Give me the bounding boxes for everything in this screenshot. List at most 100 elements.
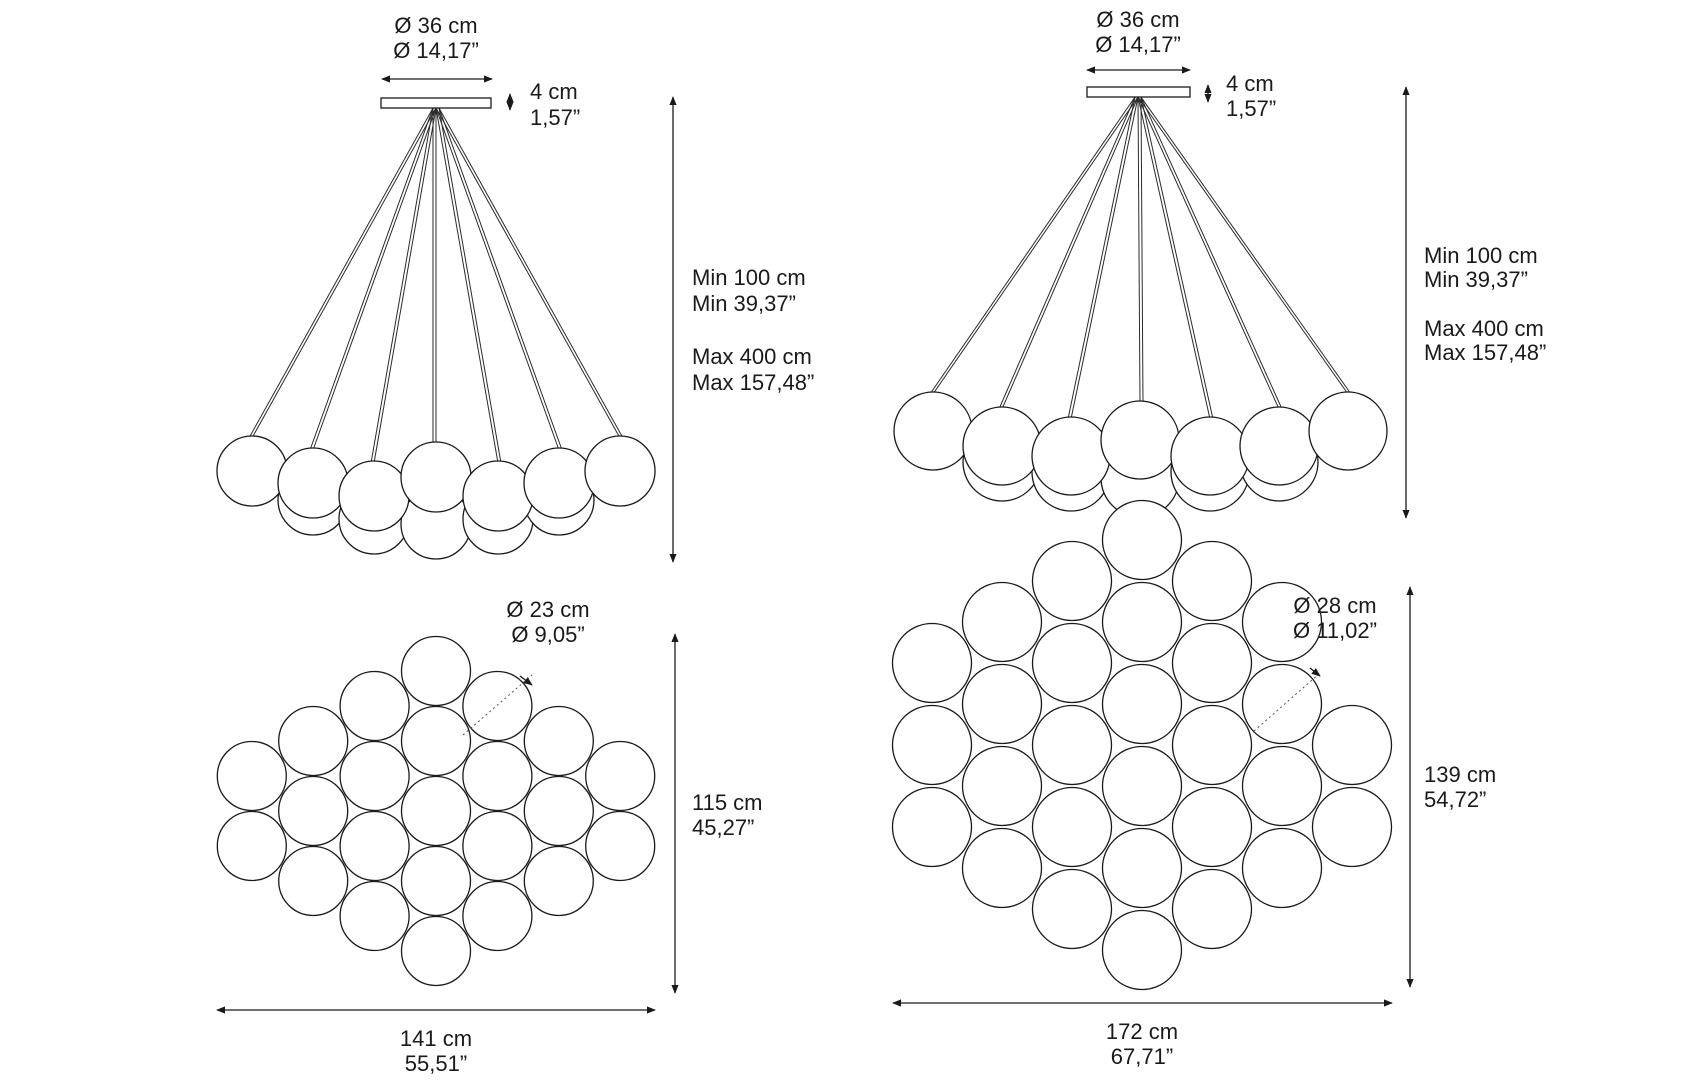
globe [1101, 827, 1183, 909]
large-plan-width-cm: 172 cm [1106, 1019, 1178, 1044]
small-drop-max-cm: Max 400 cm [692, 344, 812, 369]
globe [1100, 400, 1180, 480]
large-canopy-height-in: 1,57” [1226, 96, 1276, 121]
small-plan-depth-in: 45,27” [692, 815, 754, 840]
globe [893, 391, 973, 471]
globe [462, 740, 533, 812]
globe [891, 786, 973, 868]
globe [1170, 416, 1250, 496]
suspension-cord [1067, 96, 1136, 420]
large-drop-max-cm: Max 400 cm [1424, 316, 1544, 341]
small-canopy-diameter-cm: Ø 36 cm [394, 13, 477, 38]
globe [891, 622, 973, 704]
globe [523, 845, 594, 917]
globe [1031, 540, 1113, 622]
small-plan-depth-cm: 115 cm [692, 790, 763, 815]
globe [1308, 391, 1388, 471]
globe [400, 915, 472, 987]
globe [585, 740, 656, 812]
suspension-cord [309, 107, 434, 451]
globe [891, 704, 973, 786]
globe [1031, 868, 1113, 950]
suspension-cord [251, 107, 437, 439]
globe [1101, 581, 1183, 663]
large-canopy [1086, 86, 1191, 98]
suspension-cord [435, 107, 560, 451]
large-globe-diameter-in: Ø 11,02” [1293, 618, 1377, 643]
globe [216, 810, 287, 882]
small-elevation-globes [216, 435, 656, 560]
suspension-cord [1140, 96, 1144, 404]
globe [1101, 663, 1183, 745]
suspension-cord [438, 107, 563, 451]
suspension-cord [1140, 96, 1352, 395]
small-canopy-height-cm: 4 cm [530, 79, 578, 104]
globe [338, 460, 410, 532]
globe [1311, 786, 1393, 868]
globe [523, 447, 595, 519]
suspension-cord [1001, 96, 1139, 410]
suspension-cord [438, 107, 502, 464]
globe [585, 810, 656, 882]
globe [1031, 416, 1111, 496]
suspension-cord [438, 107, 624, 439]
globe [462, 670, 533, 742]
globe [1031, 622, 1113, 704]
globe [462, 460, 534, 532]
globe [400, 775, 472, 847]
large-canopy-diameter-in: Ø 14,17” [1095, 32, 1181, 57]
small-drop-min-in: Min 39,37” [692, 291, 796, 316]
globe [278, 845, 349, 917]
globe [278, 775, 349, 847]
large-elevation-globes [893, 391, 1388, 518]
globe [961, 745, 1043, 827]
large-plan: Ø 28 cm Ø 11,02” 139 cm 54,72” 172 cm 67… [891, 499, 1496, 1069]
suspension-cord [1070, 96, 1139, 420]
suspension-cord [1137, 96, 1141, 404]
globe [1031, 786, 1113, 868]
globe [961, 827, 1043, 909]
globe [339, 810, 410, 882]
small-globe-diameter-arrow [519, 675, 533, 686]
small-canopy-height-in: 1,57” [530, 105, 580, 130]
small-plan-width-in: 55,51” [405, 1051, 467, 1076]
small-globe-diameter-in: Ø 9,05” [511, 622, 584, 647]
globe [1101, 745, 1183, 827]
globe [1241, 745, 1323, 827]
globe [1171, 868, 1253, 950]
globe [1239, 406, 1319, 486]
large-canopy-height-cm: 4 cm [1226, 71, 1274, 96]
small-plan-globes [216, 635, 656, 987]
globe [1241, 663, 1323, 745]
suspension-cord [932, 96, 1139, 395]
large-drop-max-in: Max 157,48” [1424, 340, 1546, 365]
globe [1101, 909, 1183, 991]
small-globe-diameter-cm: Ø 23 cm [506, 597, 589, 622]
large-globe-diameter-cm: Ø 28 cm [1293, 593, 1376, 618]
suspension-cord [435, 107, 499, 464]
globe [1171, 622, 1253, 704]
large-elevation: Ø 36 cm Ø 14,17” 4 cm 1,57” Min 100 cm M… [893, 7, 1546, 519]
globe [1101, 499, 1183, 581]
large-plan-depth-cm: 139 cm [1424, 762, 1496, 787]
globe [1311, 704, 1393, 786]
large-canopy-diameter-cm: Ø 36 cm [1096, 7, 1179, 32]
globe [400, 635, 472, 707]
globe [400, 705, 472, 777]
globe [584, 435, 656, 507]
small-elevation: Ø 36 cm Ø 14,17” 4 cm 1,57” Min 100 cm M… [216, 13, 814, 563]
suspension-cord [1137, 96, 1211, 420]
globe [216, 740, 287, 812]
globe [216, 435, 288, 507]
globe [1031, 704, 1113, 786]
globe [1171, 704, 1253, 786]
globe [339, 670, 410, 742]
globe [462, 880, 533, 952]
globe [1171, 786, 1253, 868]
small-plan: Ø 23 cm Ø 9,05” 115 cm 45,27” 141 cm 55,… [216, 597, 763, 1076]
large-elevation-cords [929, 96, 1352, 420]
suspension-cord [370, 107, 434, 464]
globe [400, 441, 472, 513]
suspension-cord [1137, 96, 1280, 410]
